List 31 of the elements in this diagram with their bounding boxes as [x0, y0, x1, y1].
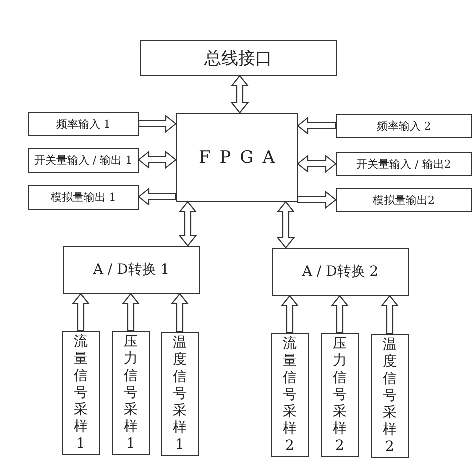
- hollow-arrow: [330, 295, 350, 334]
- hollow-arrow: [297, 154, 337, 174]
- hollow-arrow: [280, 295, 300, 334]
- hollow-arrow: [170, 293, 190, 333]
- output-box: 模拟量输出 1: [28, 185, 139, 210]
- hollow-arrow: [138, 150, 177, 170]
- sampling-box: 温度信号采样2: [371, 334, 409, 458]
- io-box: 开关量输入 / 输出 1: [28, 148, 139, 173]
- hollow-arrow: [138, 114, 177, 134]
- converter-box: A / D转换 2: [272, 248, 409, 296]
- io-box: 开关量输入 / 输出2: [336, 152, 472, 176]
- bus-interface-box: 总线接口: [140, 40, 337, 76]
- hollow-arrow: [72, 293, 90, 332]
- sampling-box: 流量信号采样2: [271, 333, 309, 457]
- sampling-box: 压力信号采样2: [321, 333, 359, 457]
- converter-box: A / D转换 1: [63, 246, 200, 294]
- hollow-arrow: [297, 190, 337, 210]
- output-box: 模拟量输出2: [336, 188, 472, 212]
- input-box: 频率输入 2: [336, 114, 472, 138]
- fpga-box: FPGA: [176, 113, 298, 202]
- hollow-arrow: [380, 295, 400, 335]
- hollow-arrow: [276, 201, 296, 249]
- hollow-arrow: [297, 116, 337, 136]
- hollow-arrow: [178, 201, 198, 247]
- hollow-arrow: [230, 75, 250, 114]
- input-box: 频率输入 1: [28, 112, 139, 136]
- hollow-arrow: [122, 293, 140, 332]
- sampling-box: 温度信号采样1: [161, 332, 199, 456]
- sampling-box: 流量信号采样1: [62, 331, 100, 455]
- sampling-box: 压力信号采样1: [112, 331, 150, 455]
- hollow-arrow: [138, 188, 177, 206]
